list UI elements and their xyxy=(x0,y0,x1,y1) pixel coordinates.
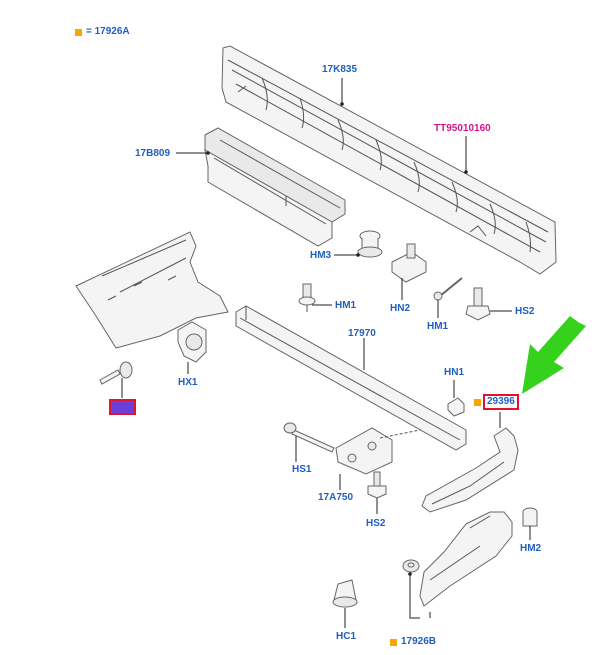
label-hs2-bottom[interactable]: HS2 xyxy=(366,518,386,529)
part-17k835-drawing xyxy=(221,45,557,275)
label-hm2[interactable]: HM2 xyxy=(520,543,542,554)
part-washer-drawing xyxy=(402,559,420,573)
part-hx2-drawing xyxy=(99,361,133,398)
label-29396[interactable]: 29396 xyxy=(483,394,519,410)
label-17a750[interactable]: 17A750 xyxy=(318,492,354,503)
legend-text: = 17926A xyxy=(86,26,130,37)
label-17926b[interactable]: 17926B xyxy=(401,636,437,647)
part-hc1-drawing xyxy=(332,579,358,628)
label-hs2-top[interactable]: HS2 xyxy=(515,306,535,317)
part-hs1-drawing xyxy=(283,422,335,462)
legend-marker-icon xyxy=(75,29,82,36)
label-hc1[interactable]: HC1 xyxy=(336,631,357,642)
label-hx2[interactable]: HX2 xyxy=(108,399,137,415)
part-hm2-drawing xyxy=(522,507,538,540)
label-hn2[interactable]: HN2 xyxy=(390,303,411,314)
label-17k835[interactable]: 17K835 xyxy=(322,64,358,75)
part-17a750-drawing xyxy=(335,427,421,490)
part-hx1-drawing xyxy=(177,321,207,374)
label-hm1-right[interactable]: HM1 xyxy=(427,321,449,332)
part-hs2-bottom-drawing xyxy=(367,471,387,514)
part-hm1-left-drawing xyxy=(298,283,332,312)
part-hm3-drawing xyxy=(334,230,383,258)
label-29396-marker-icon xyxy=(474,399,481,406)
label-17970[interactable]: 17970 xyxy=(348,328,376,339)
label-hm1-left[interactable]: HM1 xyxy=(335,300,357,311)
part-hn2-drawing xyxy=(391,243,427,300)
part-hs2-top-drawing xyxy=(465,287,512,321)
label-hs1[interactable]: HS1 xyxy=(292,464,312,475)
label-17926b-marker-icon xyxy=(390,639,397,646)
label-tt95010160[interactable]: TT95010160 xyxy=(434,123,491,134)
part-17b809-drawing xyxy=(204,127,346,247)
part-left-panel-drawing xyxy=(75,231,229,349)
label-hm3[interactable]: HM3 xyxy=(310,250,332,261)
part-17926b-drawing xyxy=(408,511,513,619)
part-17970-drawing xyxy=(235,305,467,451)
part-hn1-drawing xyxy=(447,380,465,417)
part-29396-drawing xyxy=(421,412,519,513)
label-17b809[interactable]: 17B809 xyxy=(135,148,171,159)
label-hn1[interactable]: HN1 xyxy=(444,367,465,378)
green-arrow-icon xyxy=(522,316,586,394)
part-hm1-right-drawing xyxy=(433,277,463,318)
label-hx1[interactable]: HX1 xyxy=(178,377,198,388)
